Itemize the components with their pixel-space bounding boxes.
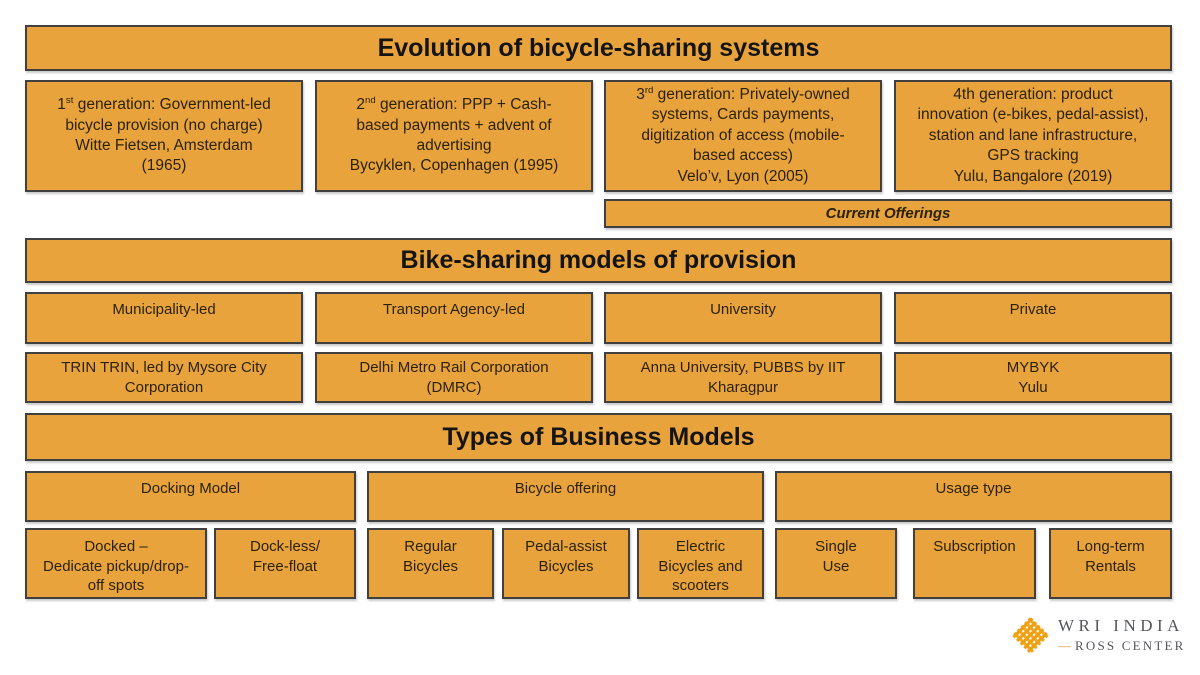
- model-label-private: Private: [894, 292, 1172, 344]
- generation-box-2: 2nd generation: PPP + Cash- based paymen…: [315, 80, 593, 192]
- group-label-docking-model: Docking Model: [25, 471, 356, 522]
- model-label-university: University: [604, 292, 882, 344]
- logo-text: WRI INDIA — ROSS CENTER: [1058, 616, 1186, 654]
- item-dockless-free-float: Dock-less/ Free-float: [214, 528, 356, 599]
- model-example-university: Anna University, PUBBS by IIT Kharagpur: [604, 352, 882, 403]
- model-label-municipality: Municipality-led: [25, 292, 303, 344]
- generation-3-details: systems, Cards payments, digitization of…: [641, 106, 845, 185]
- logo-org-name: WRI INDIA: [1058, 616, 1184, 635]
- generation-box-1: 1st generation: Government-led bicycle p…: [25, 80, 303, 192]
- generation-box-4: 4th generation: product innovation (e-bi…: [894, 80, 1172, 192]
- current-offerings-bar: Current Offerings: [604, 199, 1172, 228]
- item-pedal-assist-bicycles: Pedal-assist Bicycles: [502, 528, 630, 599]
- section-title-business-models: Types of Business Models: [25, 413, 1172, 461]
- generation-1-details: bicycle provision (no charge) Witte Fiet…: [65, 116, 263, 175]
- section-title-evolution: Evolution of bicycle-sharing systems: [25, 25, 1172, 71]
- model-example-transport-agency: Delhi Metro Rail Corporation (DMRC): [315, 352, 593, 403]
- logo-sub-line: — ROSS CENTER: [1058, 638, 1186, 654]
- generation-2-heading: 2nd generation: PPP + Cash-: [356, 94, 552, 114]
- item-subscription: Subscription: [913, 528, 1036, 599]
- item-electric-bicycles-scooters: Electric Bicycles and scooters: [637, 528, 764, 599]
- model-label-transport-agency: Transport Agency-led: [315, 292, 593, 344]
- generation-1-heading: 1st generation: Government-led: [57, 94, 271, 114]
- logo-sub-name: ROSS CENTER: [1075, 638, 1186, 653]
- item-long-term-rentals: Long-term Rentals: [1049, 528, 1172, 599]
- wri-india-ross-center-logo: WRI INDIA — ROSS CENTER: [1012, 616, 1186, 654]
- generation-box-3: 3rd generation: Privately-owned systems,…: [604, 80, 882, 192]
- item-regular-bicycles: Regular Bicycles: [367, 528, 494, 599]
- generation-3-heading: 3rd generation: Privately-owned: [636, 84, 850, 103]
- item-single-use: Single Use: [775, 528, 897, 599]
- generation-4-details: innovation (e-bikes, pedal-assist), stat…: [917, 106, 1149, 185]
- model-example-municipality: TRIN TRIN, led by Mysore City Corporatio…: [25, 352, 303, 403]
- generation-2-details: based payments + advent of advertising B…: [349, 116, 559, 175]
- wri-weave-icon: [1012, 616, 1049, 653]
- item-docked: Docked – Dedicate pickup/drop- off spots: [25, 528, 207, 599]
- group-label-bicycle-offering: Bicycle offering: [367, 471, 764, 522]
- section-title-models: Bike-sharing models of provision: [25, 238, 1172, 283]
- group-label-usage-type: Usage type: [775, 471, 1172, 522]
- generation-4-heading: 4th generation: product: [953, 85, 1113, 103]
- logo-dash: —: [1058, 638, 1071, 653]
- model-example-private: MYBYK Yulu: [894, 352, 1172, 403]
